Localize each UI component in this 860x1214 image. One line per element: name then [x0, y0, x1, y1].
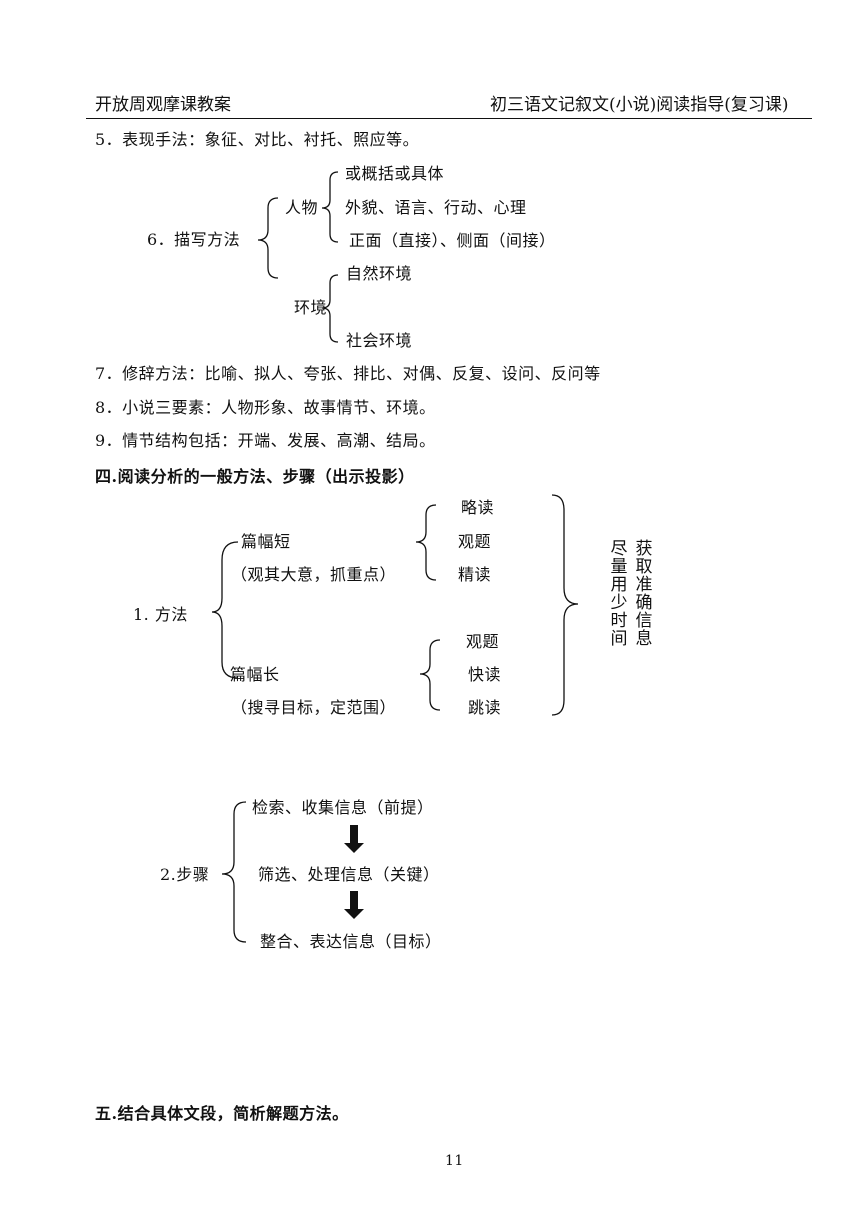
- page-number: 11: [445, 1153, 464, 1169]
- header-right: 初三语文记叙文(小说)阅读指导(复习课): [490, 95, 789, 115]
- character-point: 或概括或具体: [345, 164, 445, 183]
- reading-way: 略读: [461, 498, 495, 517]
- section-4-heading: 四.阅读分析的一般方法、步骤（出示投影）: [95, 467, 415, 486]
- goal-column-right: 获取准确信息: [635, 539, 653, 649]
- down-arrow-icon: [344, 891, 364, 919]
- step-item: 整合、表达信息（目标）: [260, 932, 442, 951]
- brace-character: [321, 171, 339, 243]
- brace-short-ways: [415, 504, 437, 581]
- environment-point: 社会环境: [346, 331, 413, 350]
- reading-way: 观题: [458, 532, 492, 551]
- reading-way: 跳读: [468, 698, 502, 717]
- reading-way: 精读: [458, 565, 492, 584]
- character-label: 人物: [285, 198, 319, 217]
- character-point: 外貌、语言、行动、心理: [345, 198, 527, 217]
- header-left: 开放周观摩课教案: [95, 95, 231, 115]
- step-item: 检索、收集信息（前提）: [252, 798, 434, 817]
- reading-way: 快读: [468, 665, 502, 684]
- goal-column-left: 尽量用少时间: [610, 539, 628, 649]
- short-text-title: 篇幅短: [241, 532, 291, 551]
- brace-environment: [321, 274, 339, 343]
- step-item: 筛选、处理信息（关键）: [258, 865, 440, 884]
- item-5: 5．表现手法：象征、对比、衬托、照应等。: [95, 130, 420, 149]
- item-8: 8．小说三要素：人物形象、故事情节、环境。: [95, 398, 436, 417]
- steps-label: 2.步骤: [160, 865, 210, 884]
- header-rule: [86, 118, 812, 120]
- short-text-note: （观其大意，抓重点）: [231, 565, 397, 584]
- brace-goal: [551, 494, 579, 716]
- character-point: 正面（直接）、侧面（间接）: [349, 231, 556, 250]
- item-6-label: 6．描写方法: [147, 230, 241, 249]
- method-label: 1. 方法: [133, 605, 188, 624]
- item-9: 9．情节结构包括：开端、发展、高潮、结局。: [95, 431, 436, 450]
- environment-point: 自然环境: [346, 264, 413, 283]
- long-text-note: （搜寻目标，定范围）: [231, 698, 397, 717]
- section-5-heading: 五.结合具体文段，简析解题方法。: [95, 1104, 349, 1123]
- brace-method: [211, 541, 239, 679]
- item-7: 7．修辞方法：比喻、拟人、夸张、排比、对偶、反复、设问、反问等: [95, 364, 601, 383]
- brace-long-ways: [419, 639, 441, 711]
- brace-describe-method: [257, 197, 279, 279]
- brace-steps: [221, 801, 247, 943]
- reading-way: 观题: [466, 632, 500, 651]
- down-arrow-icon: [344, 825, 364, 853]
- environment-label: 环境: [294, 298, 328, 317]
- long-text-title: 篇幅长: [230, 665, 280, 684]
